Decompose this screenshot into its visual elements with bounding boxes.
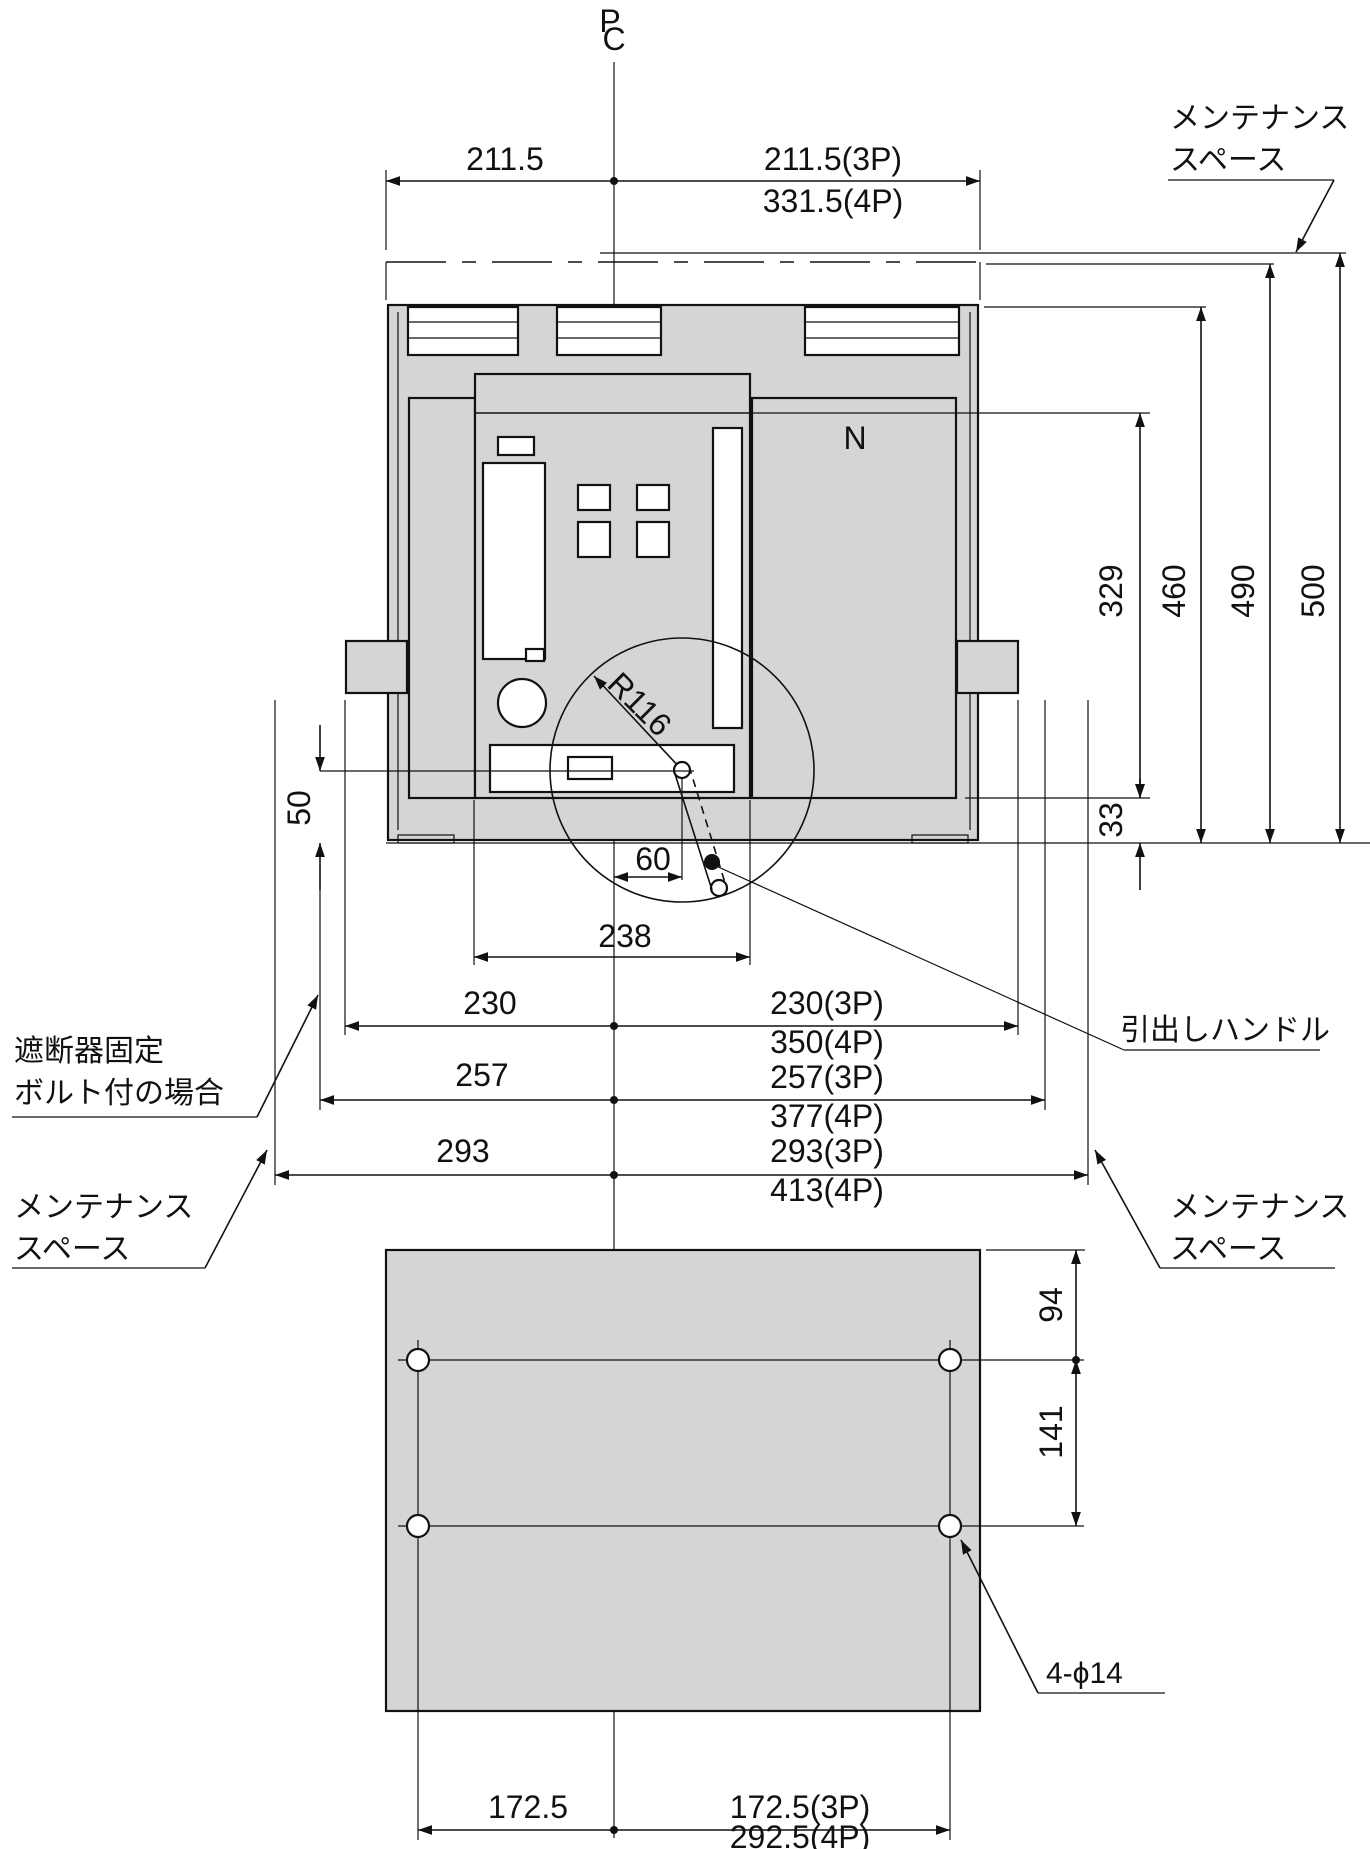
dim-238: 238 [598,918,651,954]
dim-500: 500 [1295,564,1331,617]
dim-460: 460 [1156,564,1192,617]
mounting-hole [937,1513,963,1539]
mounting-hole [405,1513,431,1539]
left-side-lug [344,639,409,695]
breaker-front-view: N [344,303,1020,844]
maintenance-space-right-line1: メンテナンス [1170,1191,1349,1224]
top-dim-right-3p: 211.5(3P) [764,141,902,177]
drawout-handle-label: 引出しハンドル [1120,1014,1330,1047]
dim-94: 94 [1033,1287,1069,1323]
dim-230-right-3p: 230(3P) [770,985,884,1021]
mounting-plate [384,1248,1085,1840]
dim-230-right-4p: 350(4P) [770,1024,884,1060]
centerline-mark-c: C [602,21,625,57]
width-230-dimension: 230 230(3P) 350(4P) [345,985,1018,1060]
maintenance-space-right: メンテナンス スペース [1094,1149,1349,1269]
top-width-dimension: 211.5 211.5(3P) 331.5(4P) [385,141,981,250]
maintenance-space-line2: スペース [1170,144,1286,177]
bottom-dim-right-4p: 292.5(4P) [730,1819,871,1849]
maintenance-space-line1: メンテナンス [1170,102,1349,135]
dim-329: 329 [1093,564,1129,617]
bottom-dim-right-3p: 172.5(3P) [730,1789,871,1825]
drawout-handle-callout: 引出しハンドル [715,865,1330,1051]
handle-offset-label: 60 [635,841,671,877]
top-dim-left: 211.5 [466,141,544,177]
hole-label: 4-ϕ14 [1046,1657,1123,1690]
handle-offset-dimension: 60 [614,841,682,882]
maintenance-space-top-right: メンテナンス スペース [1168,102,1349,253]
maintenance-space-left-line2: スペース [14,1233,130,1266]
bottom-dim-left: 172.5 [488,1789,568,1825]
dim-490: 490 [1225,564,1261,617]
dim-230-left: 230 [463,985,516,1021]
maintenance-space-left: メンテナンス スペース [12,1149,268,1269]
dim-293-right-4p: 413(4P) [770,1172,884,1208]
height-dimensions: 329 460 490 500 33 [386,252,1370,890]
maintenance-space-left-line1: メンテナンス [14,1191,193,1224]
bolt-note-line1: 遮断器固定 [14,1035,164,1068]
width-293-dimension: 293 293(3P) 413(4P) [275,1133,1088,1208]
bolt-note-line2: ボルト付の場合 [14,1077,224,1110]
dim-293-left: 293 [436,1133,489,1169]
bottom-width-dimension: 172.5 172.5(3P) 292.5(4P) [418,1789,950,1849]
phase-label-n: N [843,420,866,456]
dim-141: 141 [1033,1405,1069,1458]
mounting-hole [405,1347,431,1373]
maintenance-space-right-line2: スペース [1170,1233,1286,1266]
bolt-note-callout: 遮断器固定 ボルト付の場合 [12,994,319,1118]
dim-50: 50 [281,790,317,826]
dim-33: 33 [1093,802,1129,838]
dim-293-right-3p: 293(3P) [770,1133,884,1169]
width-238-dimension: 238 [474,918,750,962]
plate-height-dimensions: 94 141 [1033,1250,1081,1526]
top-dim-right-4p: 331.5(4P) [763,183,904,219]
width-257-dimension: 257 257(3P) 377(4P) [320,1057,1045,1134]
bolt-height-dimension: 50 [281,725,325,890]
mounting-hole [937,1347,963,1373]
dim-257-left: 257 [455,1057,508,1093]
dim-257-right-4p: 377(4P) [770,1098,884,1134]
centerline-mark-p: P [599,3,620,39]
hole-callout: 4-ϕ14 [960,1539,1165,1694]
right-side-lug [955,639,1020,695]
dim-257-right-3p: 257(3P) [770,1059,884,1095]
